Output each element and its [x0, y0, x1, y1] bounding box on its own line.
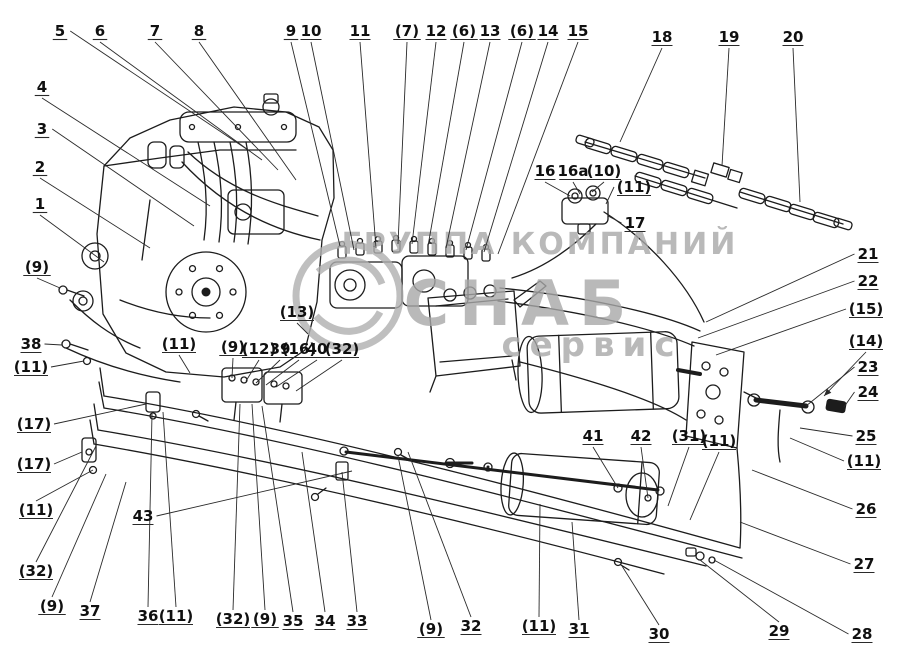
callout-19: 19 [719, 28, 740, 46]
callout-30: 30 [649, 625, 670, 643]
callout-13: 13 [480, 22, 501, 40]
callout-7: (7) [395, 22, 419, 40]
valve-manifold [221, 367, 303, 423]
control-valve [427, 280, 547, 393]
callout-14: 14 [538, 22, 559, 40]
callout-39: 39 [270, 340, 291, 358]
callout-6: 6 [95, 22, 105, 40]
callout-16: (16) [282, 340, 317, 358]
callout-5: 5 [55, 22, 65, 40]
fasteners [88, 409, 652, 571]
callout-12: (12) [242, 340, 277, 358]
callout-2: 2 [35, 158, 45, 176]
callout-17: (17) [17, 415, 52, 433]
callout-16a: 16a [558, 162, 589, 180]
pipe-lines [89, 367, 743, 575]
left-fittings [58, 285, 181, 463]
callout-15: 15 [568, 22, 589, 40]
callout-10: 10 [301, 22, 322, 40]
callout-17: (17) [17, 455, 52, 473]
callout-32: (32) [216, 610, 251, 628]
callout-7: 7 [150, 22, 160, 40]
callout-9: (9) [221, 338, 245, 356]
callout-13: (13) [280, 303, 315, 321]
callout-22: 22 [858, 272, 879, 290]
callout-40: 40 [307, 340, 328, 358]
callout-29: 29 [769, 622, 790, 640]
callout-37: 37 [80, 602, 101, 620]
slave-valve [561, 185, 609, 235]
callout-35: 35 [283, 612, 304, 630]
drag-link [335, 446, 665, 496]
callout-27: 27 [854, 555, 875, 573]
callout-38: 38 [21, 335, 42, 353]
watermark-logo-icon [292, 240, 404, 352]
watermark-line3: сервис [501, 325, 682, 365]
watermark-line2: СНАБ [404, 267, 637, 340]
callout-43: 43 [133, 507, 154, 525]
callout-26: 26 [856, 500, 877, 518]
callout-20: 20 [783, 28, 804, 46]
callout-4: 4 [37, 78, 47, 96]
callout-11: (11) [159, 607, 194, 625]
callout-36: 36 [138, 607, 159, 625]
callout-25: 25 [856, 427, 877, 445]
callout-3: 3 [37, 120, 47, 138]
watermark-line1: ГРУППА КОМПАНИЙ [342, 226, 739, 262]
callout-32: 32 [461, 617, 482, 635]
steering-linkage [743, 391, 847, 463]
callout-17: 17 [625, 214, 646, 232]
steering-cylinder [517, 331, 702, 414]
callout-28: 28 [852, 625, 873, 643]
callout-11: (11) [522, 617, 557, 635]
callout-10: (10) [587, 162, 622, 180]
callout-41: 41 [583, 427, 604, 445]
callout-9: (9) [40, 597, 64, 615]
fuel-injection-lines [181, 141, 321, 245]
callout-9: 9 [286, 22, 296, 40]
callout-11: (11) [702, 432, 737, 450]
callout-11: (11) [617, 178, 652, 196]
callout-9: (9) [25, 258, 49, 276]
watermark: ГРУППА КОМПАНИЙ СНАБ сервис [292, 226, 739, 365]
callout-1: 1 [35, 195, 45, 213]
callout-24: 24 [858, 383, 879, 401]
callout-42: 42 [631, 427, 652, 445]
callout-14: (14) [849, 332, 884, 350]
callout-16: 16 [535, 162, 556, 180]
callout-11: (11) [19, 501, 54, 519]
callout-23: 23 [858, 358, 879, 376]
callout-8: 8 [194, 22, 204, 40]
callout-12: 12 [426, 22, 447, 40]
callout-15: (15) [849, 300, 884, 318]
callout-33: 33 [347, 612, 368, 630]
callout-21: 21 [858, 245, 879, 263]
callout-11: (11) [14, 358, 49, 376]
callout-34: 34 [315, 612, 336, 630]
callout-32: (32) [325, 340, 360, 358]
callout-9: (9) [419, 620, 443, 638]
callout-6: (6) [510, 22, 534, 40]
callout-31: (31) [672, 427, 707, 445]
callout-9: (9) [253, 610, 277, 628]
callout-32: (32) [19, 562, 54, 580]
lower-cylinder [500, 452, 660, 526]
callout-31: 31 [569, 620, 590, 638]
callout-11: 11 [350, 22, 371, 40]
callout-18: 18 [652, 28, 673, 46]
hose-assemblies [575, 134, 853, 231]
callout-11: (11) [162, 335, 197, 353]
engine-assembly [72, 93, 335, 378]
callout-11: (11) [847, 452, 882, 470]
callout-6: (6) [452, 22, 476, 40]
